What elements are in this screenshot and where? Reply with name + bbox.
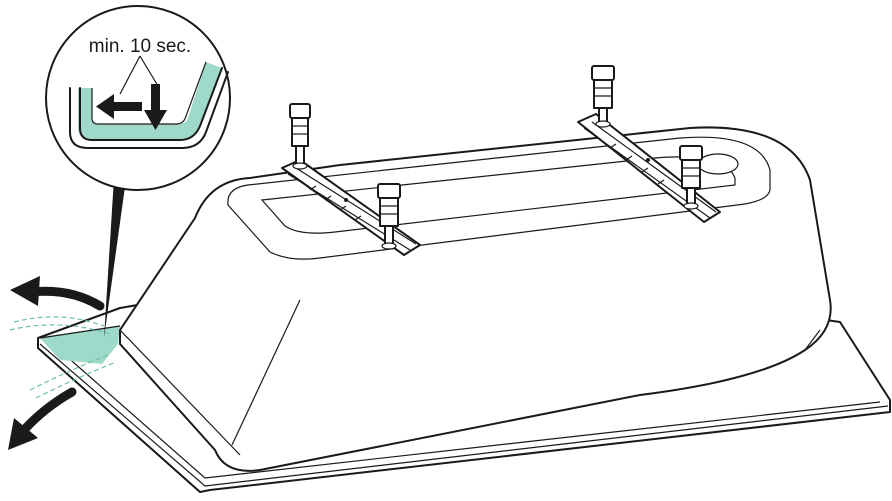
down-arrow-icon [144,84,167,130]
callout-magnifier [45,5,231,191]
motion-lines [9,316,117,399]
duration-label: min. 10 sec. [89,36,191,57]
adjustable-foot-1 [289,103,311,170]
adjustable-foot-2 [377,183,401,250]
curved-arrow-icon [10,276,105,311]
curved-arrow-icon [8,387,77,450]
bathtub-body [119,126,832,472]
callout-pointer [104,162,128,338]
adjustable-foot-4 [679,145,703,210]
silicone-seal [39,325,121,364]
drain-hole [697,153,739,175]
adjustable-foot-3 [591,65,615,128]
left-arrow-icon [96,94,142,119]
